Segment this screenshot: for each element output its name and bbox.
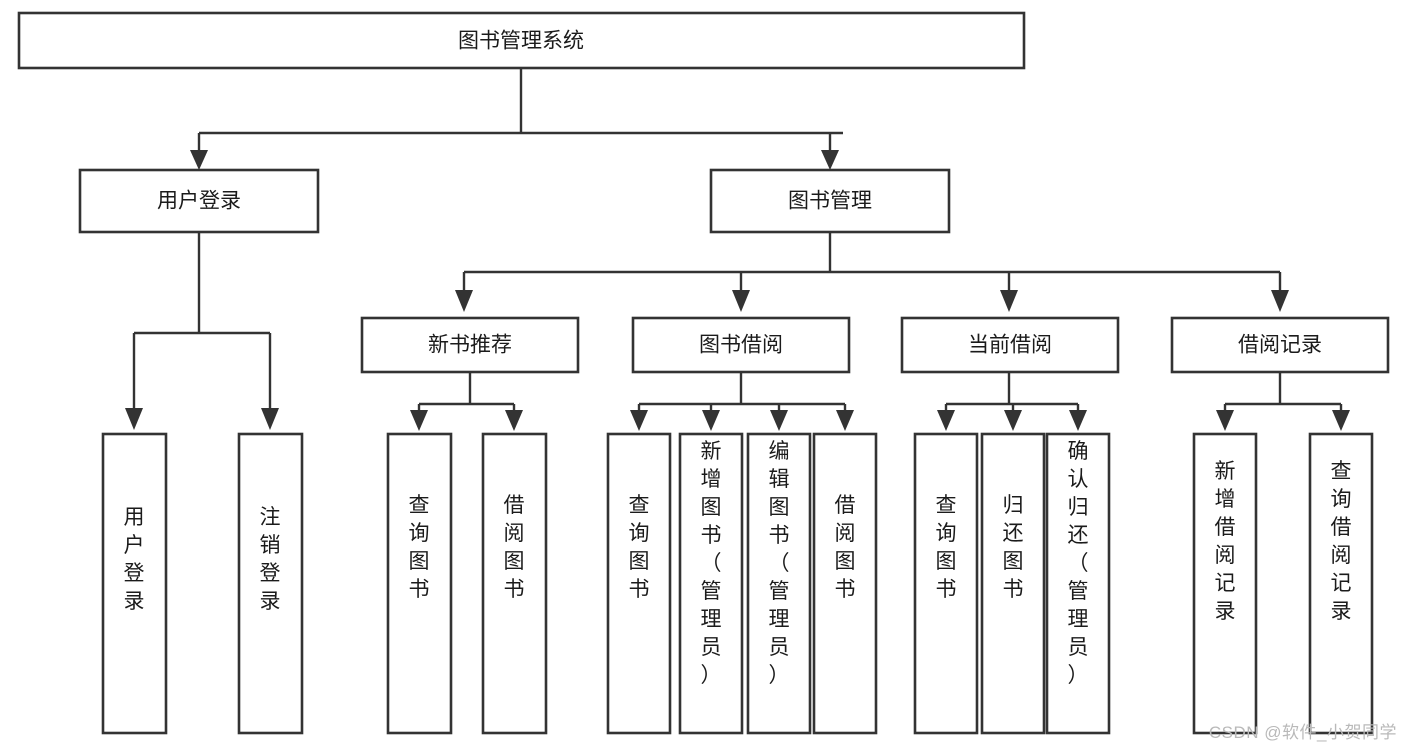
node-borrow-records[interactable]: 借阅记录 (1170, 316, 1390, 374)
node-root-system-label: 图书管理系统 (458, 30, 584, 53)
leaf-borrow-add[interactable]: 新增图书（管理员） (678, 432, 744, 735)
leaf-newbooks-query-label: 查询图书 (409, 494, 430, 601)
leaf-borrow-edit[interactable]: 编辑图书（管理员） (746, 432, 812, 735)
leaf-borrow-borrow[interactable]: 借阅图书 (812, 432, 878, 735)
leaf-records-add-label: 新增借阅记录 (1215, 460, 1236, 623)
leaf-records-query-label: 查询借阅记录 (1331, 460, 1352, 623)
leaf-borrow-add-label: 新增图书（管理员） (701, 440, 722, 687)
leaf-newbooks-borrow-label: 借阅图书 (504, 494, 525, 601)
connector-bookmgmt-to-level3 (455, 232, 1289, 312)
connector-newbooks-to-leaves (410, 372, 523, 431)
node-book-management-label: 图书管理 (788, 190, 872, 213)
node-current-borrow[interactable]: 当前借阅 (900, 316, 1120, 374)
node-book-borrow-label: 图书借阅 (699, 334, 783, 357)
node-book-management[interactable]: 图书管理 (709, 168, 951, 234)
leaf-borrow-borrow-label: 借阅图书 (835, 494, 856, 601)
leaf-current-confirm-return-label: 确认归还（管理员） (1068, 440, 1089, 687)
node-new-book-recommend[interactable]: 新书推荐 (360, 316, 580, 374)
connector-current-to-leaves (937, 372, 1087, 431)
leaf-current-return[interactable]: 归还图书 (980, 432, 1046, 735)
node-current-borrow-label: 当前借阅 (968, 334, 1052, 357)
node-borrow-records-label: 借阅记录 (1238, 334, 1322, 357)
leaf-borrow-query[interactable]: 查询图书 (606, 432, 672, 735)
node-user-login[interactable]: 用户登录 (78, 168, 320, 234)
leaf-user-login-logout-label: 注销登录 (260, 506, 281, 613)
node-book-borrow[interactable]: 图书借阅 (631, 316, 851, 374)
node-new-book-recommend-label: 新书推荐 (428, 334, 512, 357)
leaf-current-return-label: 归还图书 (1003, 494, 1024, 601)
connector-borrow-to-leaves (630, 372, 854, 431)
leaf-borrow-edit-label: 编辑图书（管理员） (769, 440, 790, 687)
leaf-user-login-login[interactable]: 用户登录 (101, 432, 168, 735)
leaf-current-confirm-return[interactable]: 确认归还（管理员） (1045, 432, 1111, 735)
node-root-system[interactable]: 图书管理系统 (17, 11, 1026, 70)
leaf-borrow-query-label: 查询图书 (629, 494, 650, 601)
leaf-newbooks-borrow[interactable]: 借阅图书 (481, 432, 548, 735)
leaf-user-login-login-label: 用户登录 (124, 506, 145, 613)
connector-userlogin-to-leaves (125, 232, 279, 430)
connector-records-to-leaves (1216, 372, 1350, 431)
leaf-newbooks-query[interactable]: 查询图书 (386, 432, 453, 735)
node-user-login-label: 用户登录 (157, 190, 241, 213)
leaf-current-query[interactable]: 查询图书 (913, 432, 979, 735)
connector-root-to-level2 (190, 68, 843, 170)
leaf-records-query[interactable]: 查询借阅记录 (1308, 432, 1374, 735)
leaf-user-login-logout[interactable]: 注销登录 (237, 432, 304, 735)
leaf-records-add[interactable]: 新增借阅记录 (1192, 432, 1258, 735)
leaf-current-query-label: 查询图书 (936, 494, 957, 601)
